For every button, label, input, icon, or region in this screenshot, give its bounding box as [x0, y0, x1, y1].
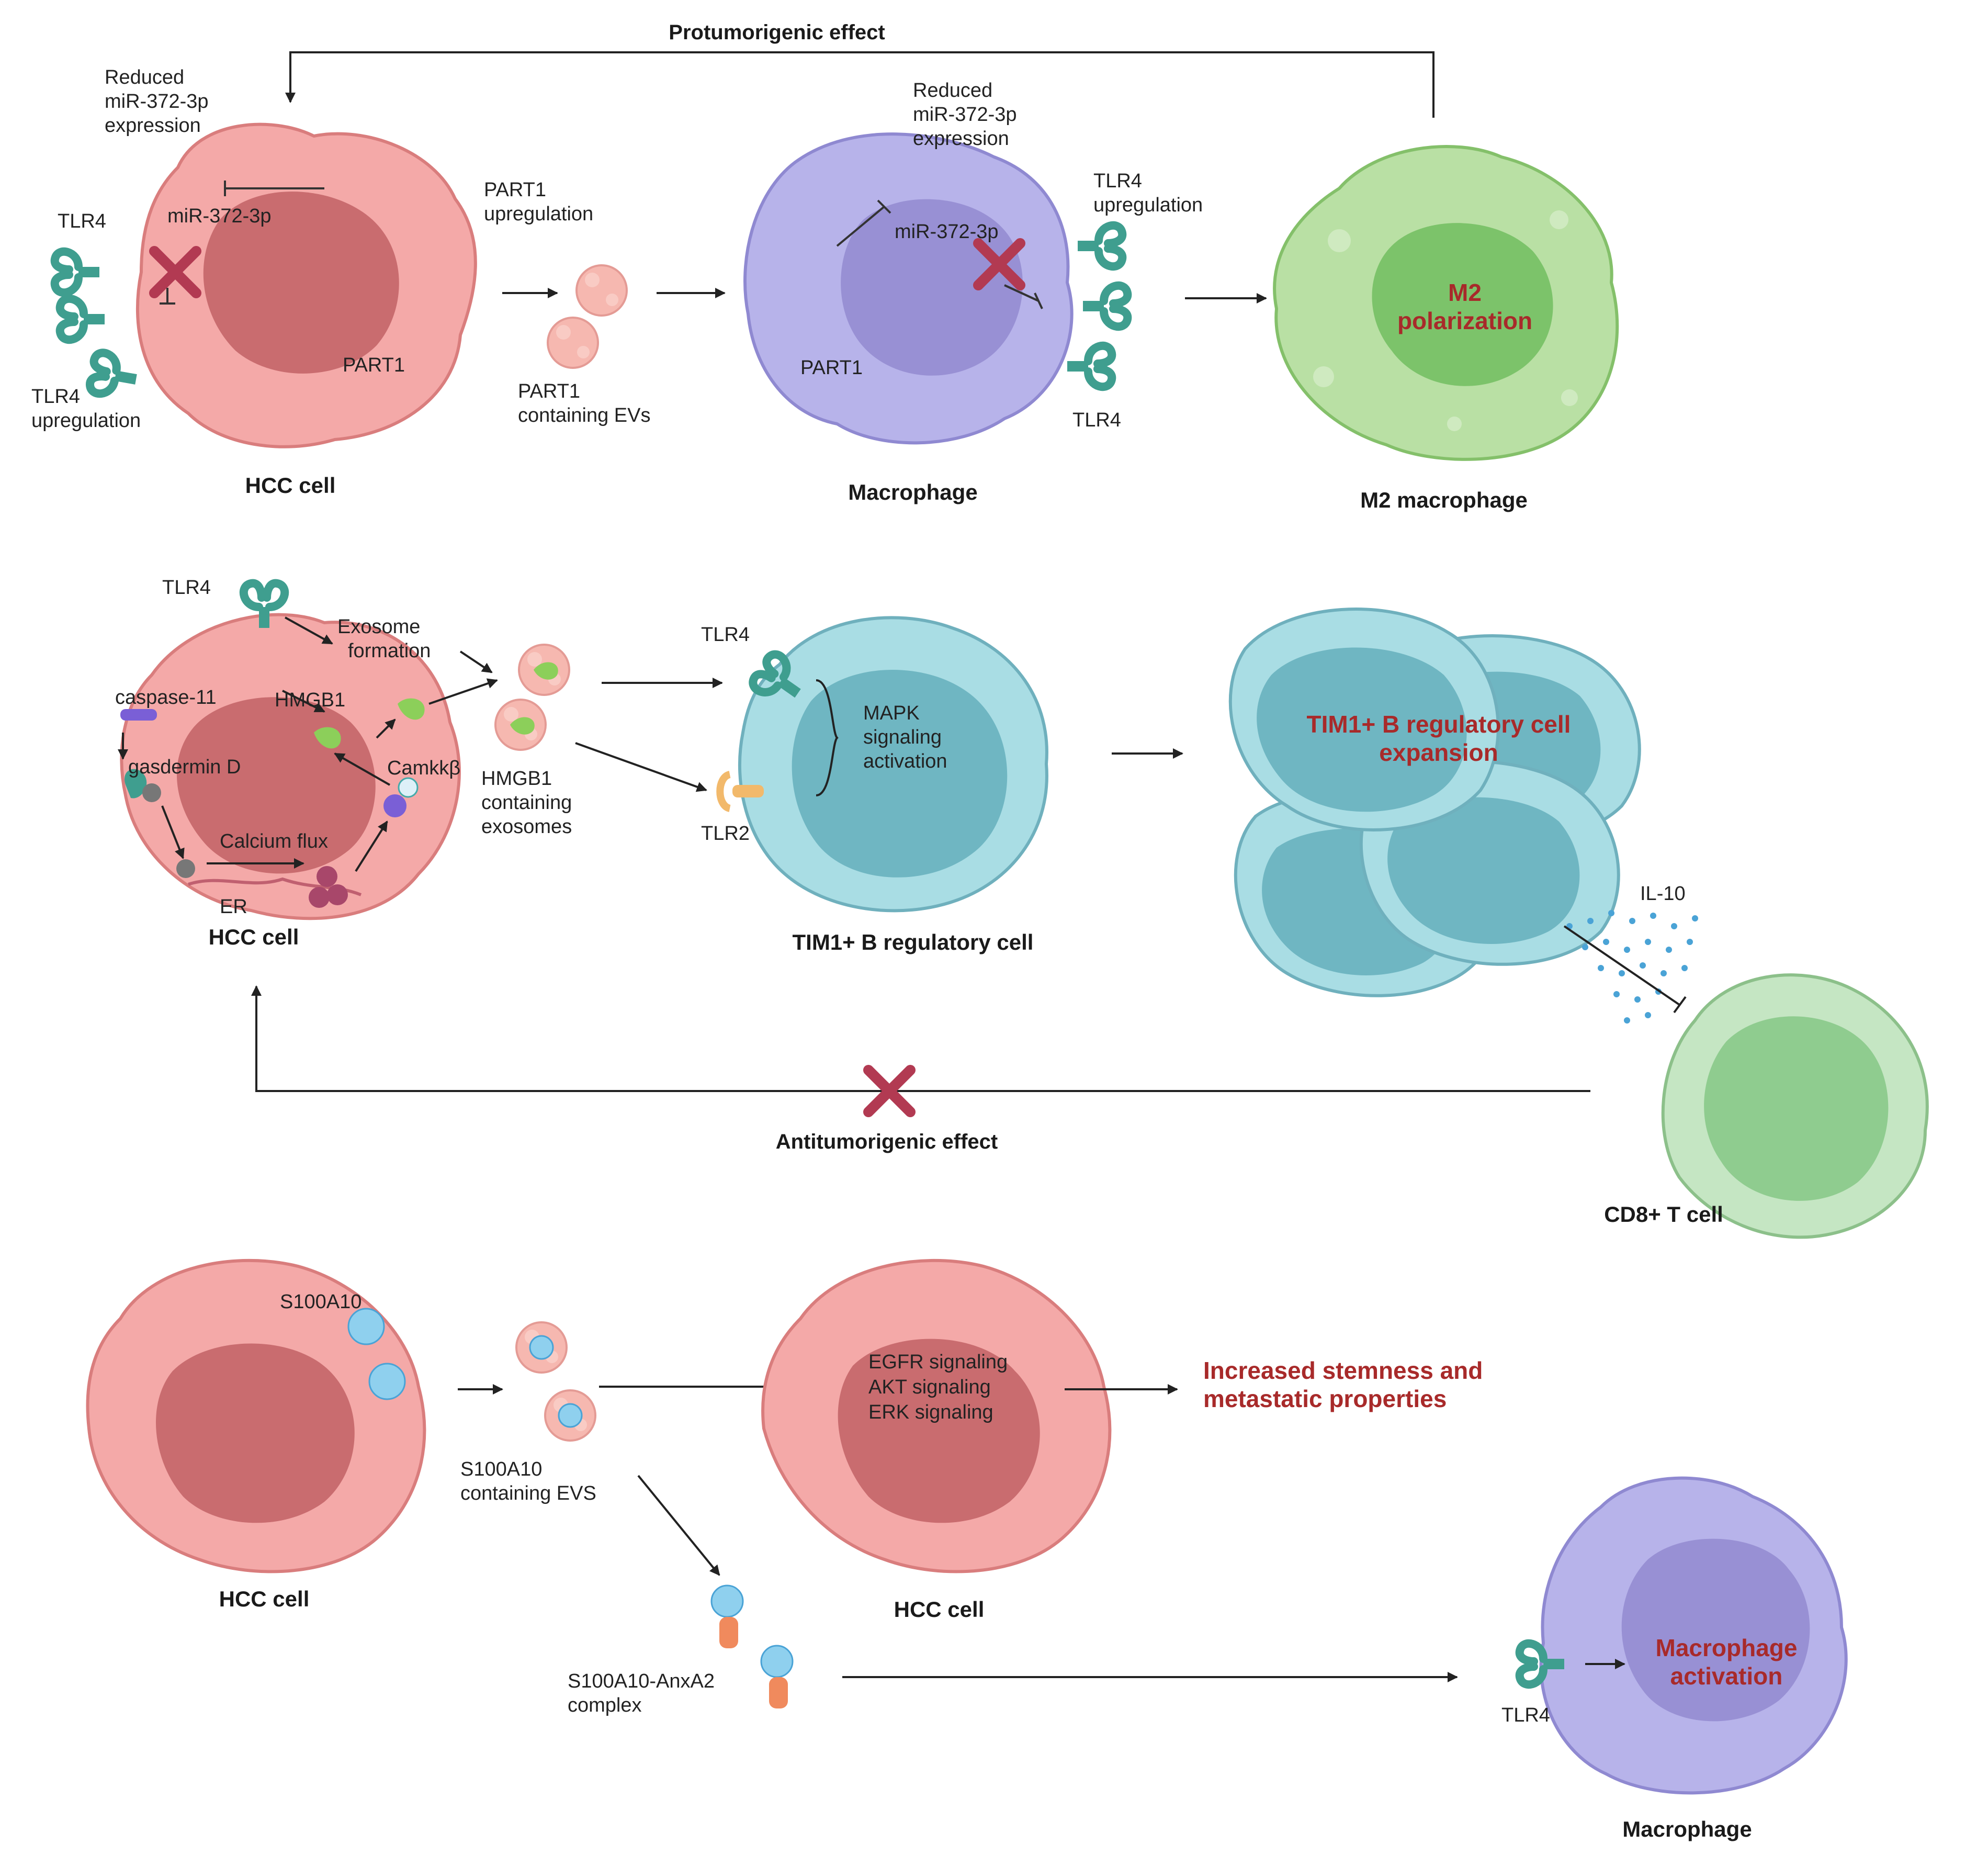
s100a10-anxa2-complex-1 [710, 1584, 744, 1648]
arrow-hcc-to-exosomes [428, 678, 498, 705]
macrophage-bottom [1520, 1476, 1848, 1795]
macrophage-tlr4-label: TLR4 [1072, 409, 1121, 431]
hcc-mirna-label: miR-372-3p [167, 205, 272, 227]
caspase-label: caspase-11 [115, 687, 217, 709]
m2-macrophage [1273, 145, 1619, 461]
cd8-t-cell-label: CD8+ T cell [1604, 1202, 1723, 1227]
er-label: ER [220, 896, 247, 918]
arrow-exosomes-to-tlr2 [575, 742, 707, 792]
camkk-label: Camkkβ [387, 757, 460, 779]
calcium-flux-label: Calcium flux [220, 830, 328, 852]
hmgb1-exosome-2 [494, 699, 547, 751]
il10-inhibition-line [1563, 925, 1680, 1006]
hcc-cell-top [55, 122, 477, 448]
hcc-cell-bottom-middle [761, 1258, 1112, 1573]
ev-part1-2 [547, 317, 599, 369]
s100a10-anxa2-complex-2 [760, 1645, 794, 1708]
hmgb1-exosome-1 [518, 644, 570, 696]
macrophage-label-top: Macrophage [848, 480, 977, 504]
protumorigenic-label: Protumorigenic effect [669, 21, 885, 44]
s100-ev-1 [515, 1321, 568, 1374]
hcc-cell-middle [118, 583, 461, 920]
antitumorigenic-label: Antitumorigenic effect [776, 1130, 998, 1153]
macrophage-mirna-label: miR-372-3p [895, 221, 999, 243]
ev-part1-1 [575, 264, 628, 317]
hcc-cell-label-bottom-middle: HCC cell [894, 1597, 985, 1622]
macrophage-bottom-tlr4-label: TLR4 [1501, 1704, 1550, 1726]
s100-ev-2 [544, 1389, 596, 1442]
hcc-cell-bottom-left [86, 1258, 426, 1573]
protumorigenic-feedback-arrow [285, 51, 1434, 118]
hcc2-tlr4-label: TLR4 [162, 577, 211, 599]
il10-dots [1566, 910, 1698, 1024]
hcc-cell-label-top: HCC cell [245, 473, 336, 498]
s100a10-label: S100A10 [280, 1291, 362, 1313]
il10-label: IL-10 [1640, 883, 1686, 905]
arrow-evs-to-complex [637, 1475, 720, 1576]
hcc-tlr4-label: TLR4 [58, 210, 106, 232]
macrophage-top [743, 132, 1127, 445]
macrophage-part1-label: PART1 [800, 357, 863, 379]
hmgb1-label-inner: HMGB1 [275, 689, 345, 711]
breg-tlr2-label: TLR2 [701, 823, 750, 845]
m2-macrophage-label: M2 macrophage [1360, 488, 1528, 512]
antitumorigenic-arrow [251, 985, 1590, 1092]
gasdermin-label: gasdermin D [128, 756, 241, 778]
breg-cell [716, 616, 1048, 913]
breg-expansion-cluster [1228, 608, 1641, 997]
cd8-t-cell [1661, 973, 1929, 1239]
hcc-part1-label: PART1 [343, 354, 405, 376]
breg-tlr4-label: TLR4 [701, 624, 750, 646]
macrophage-label-bottom: Macrophage [1622, 1817, 1752, 1841]
arrow-exosome-formation-to-exosomes [459, 650, 493, 673]
breg-cell-label: TIM1+ B regulatory cell [793, 930, 1034, 954]
hcc-cell-label-middle: HCC cell [209, 925, 299, 949]
hcc-cell-label-bottom-left: HCC cell [219, 1587, 310, 1611]
